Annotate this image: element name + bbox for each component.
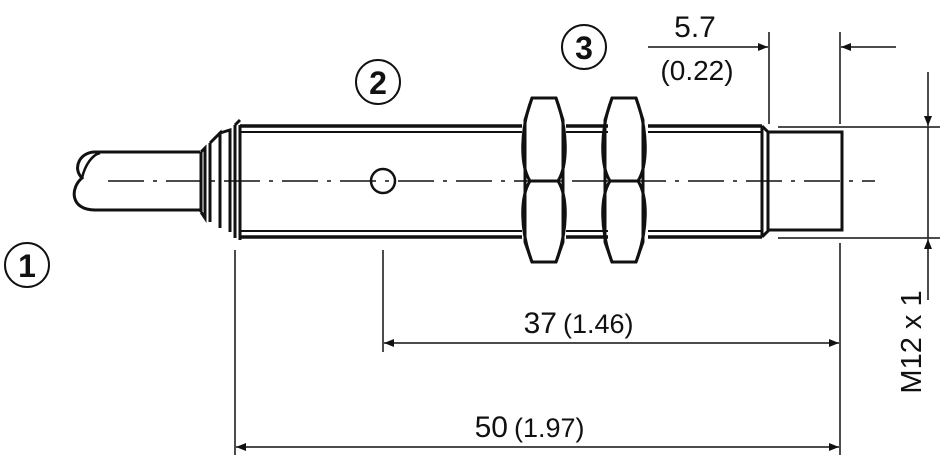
dimension-front-length: 5.7 (0.22) [648,11,896,124]
svg-text:1: 1 [18,248,36,284]
cable [72,150,200,212]
svg-text:(0.22): (0.22) [660,55,733,86]
dimension-total-length: 50 (1.97) [234,250,839,455]
cable-gland [199,118,242,240]
svg-text:M12 x 1: M12 x 1 [896,290,928,393]
dimension-hole-to-face: 37 (1.46) [382,243,841,455]
svg-text:3: 3 [575,30,593,66]
dimension-thread: M12 x 1 [778,72,940,394]
sensor-body [240,124,844,239]
svg-text:50: 50 [475,411,508,444]
mounting-nut [521,96,567,264]
callout-2: 2 [355,59,401,105]
mounting-nut [601,96,647,264]
callout-1: 1 [4,242,50,288]
svg-text:37: 37 [524,307,557,340]
svg-text:2: 2 [369,65,387,101]
svg-text:(1.46): (1.46) [563,309,634,339]
svg-text:5.7: 5.7 [674,11,716,44]
svg-text:(1.97): (1.97) [514,413,585,443]
callout-3: 3 [561,24,607,70]
